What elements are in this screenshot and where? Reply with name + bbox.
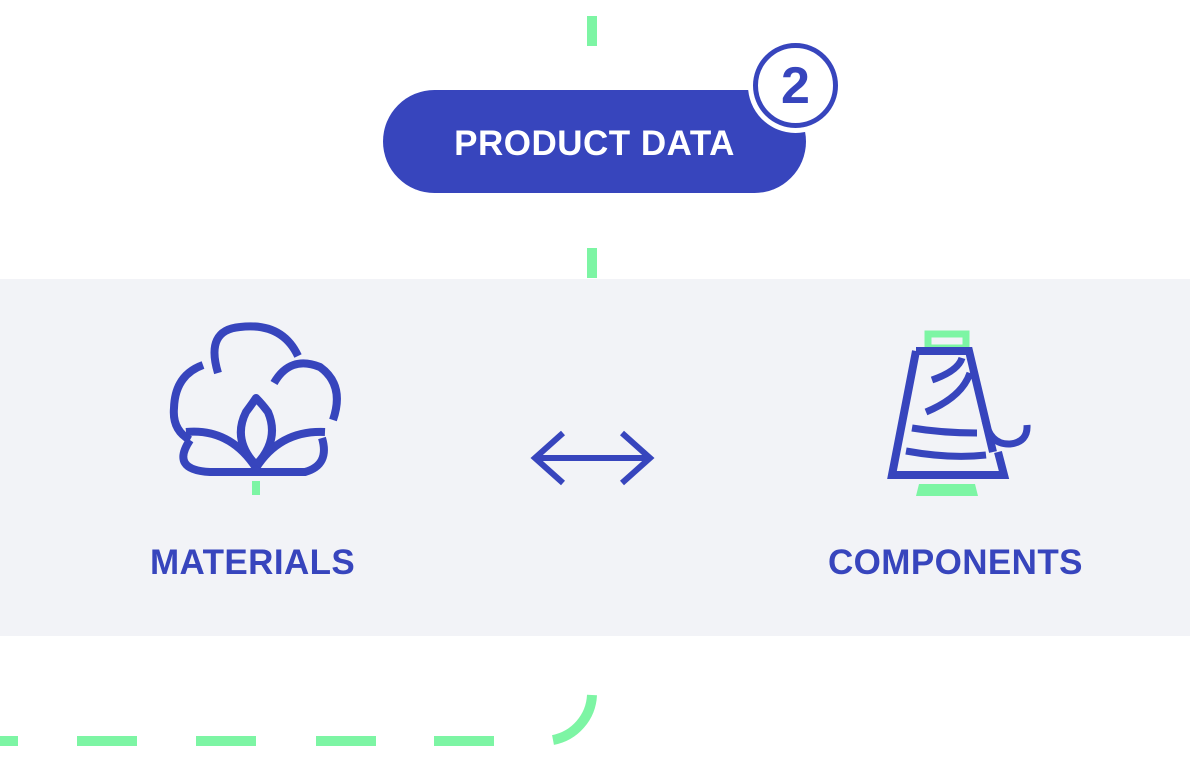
pill-title: PRODUCT DATA	[454, 123, 735, 163]
cotton-flower-icon	[169, 322, 341, 495]
materials-label: MATERIALS	[150, 543, 356, 582]
step-number: 2	[754, 44, 837, 127]
dash-bottom-curve	[551, 694, 597, 745]
components-label: COMPONENTS	[828, 543, 1083, 582]
double-arrow-icon	[530, 430, 655, 486]
step-badge: 2	[748, 38, 843, 133]
product-data-pill: PRODUCT DATA	[383, 90, 806, 193]
thread-spool-icon	[887, 330, 1031, 496]
